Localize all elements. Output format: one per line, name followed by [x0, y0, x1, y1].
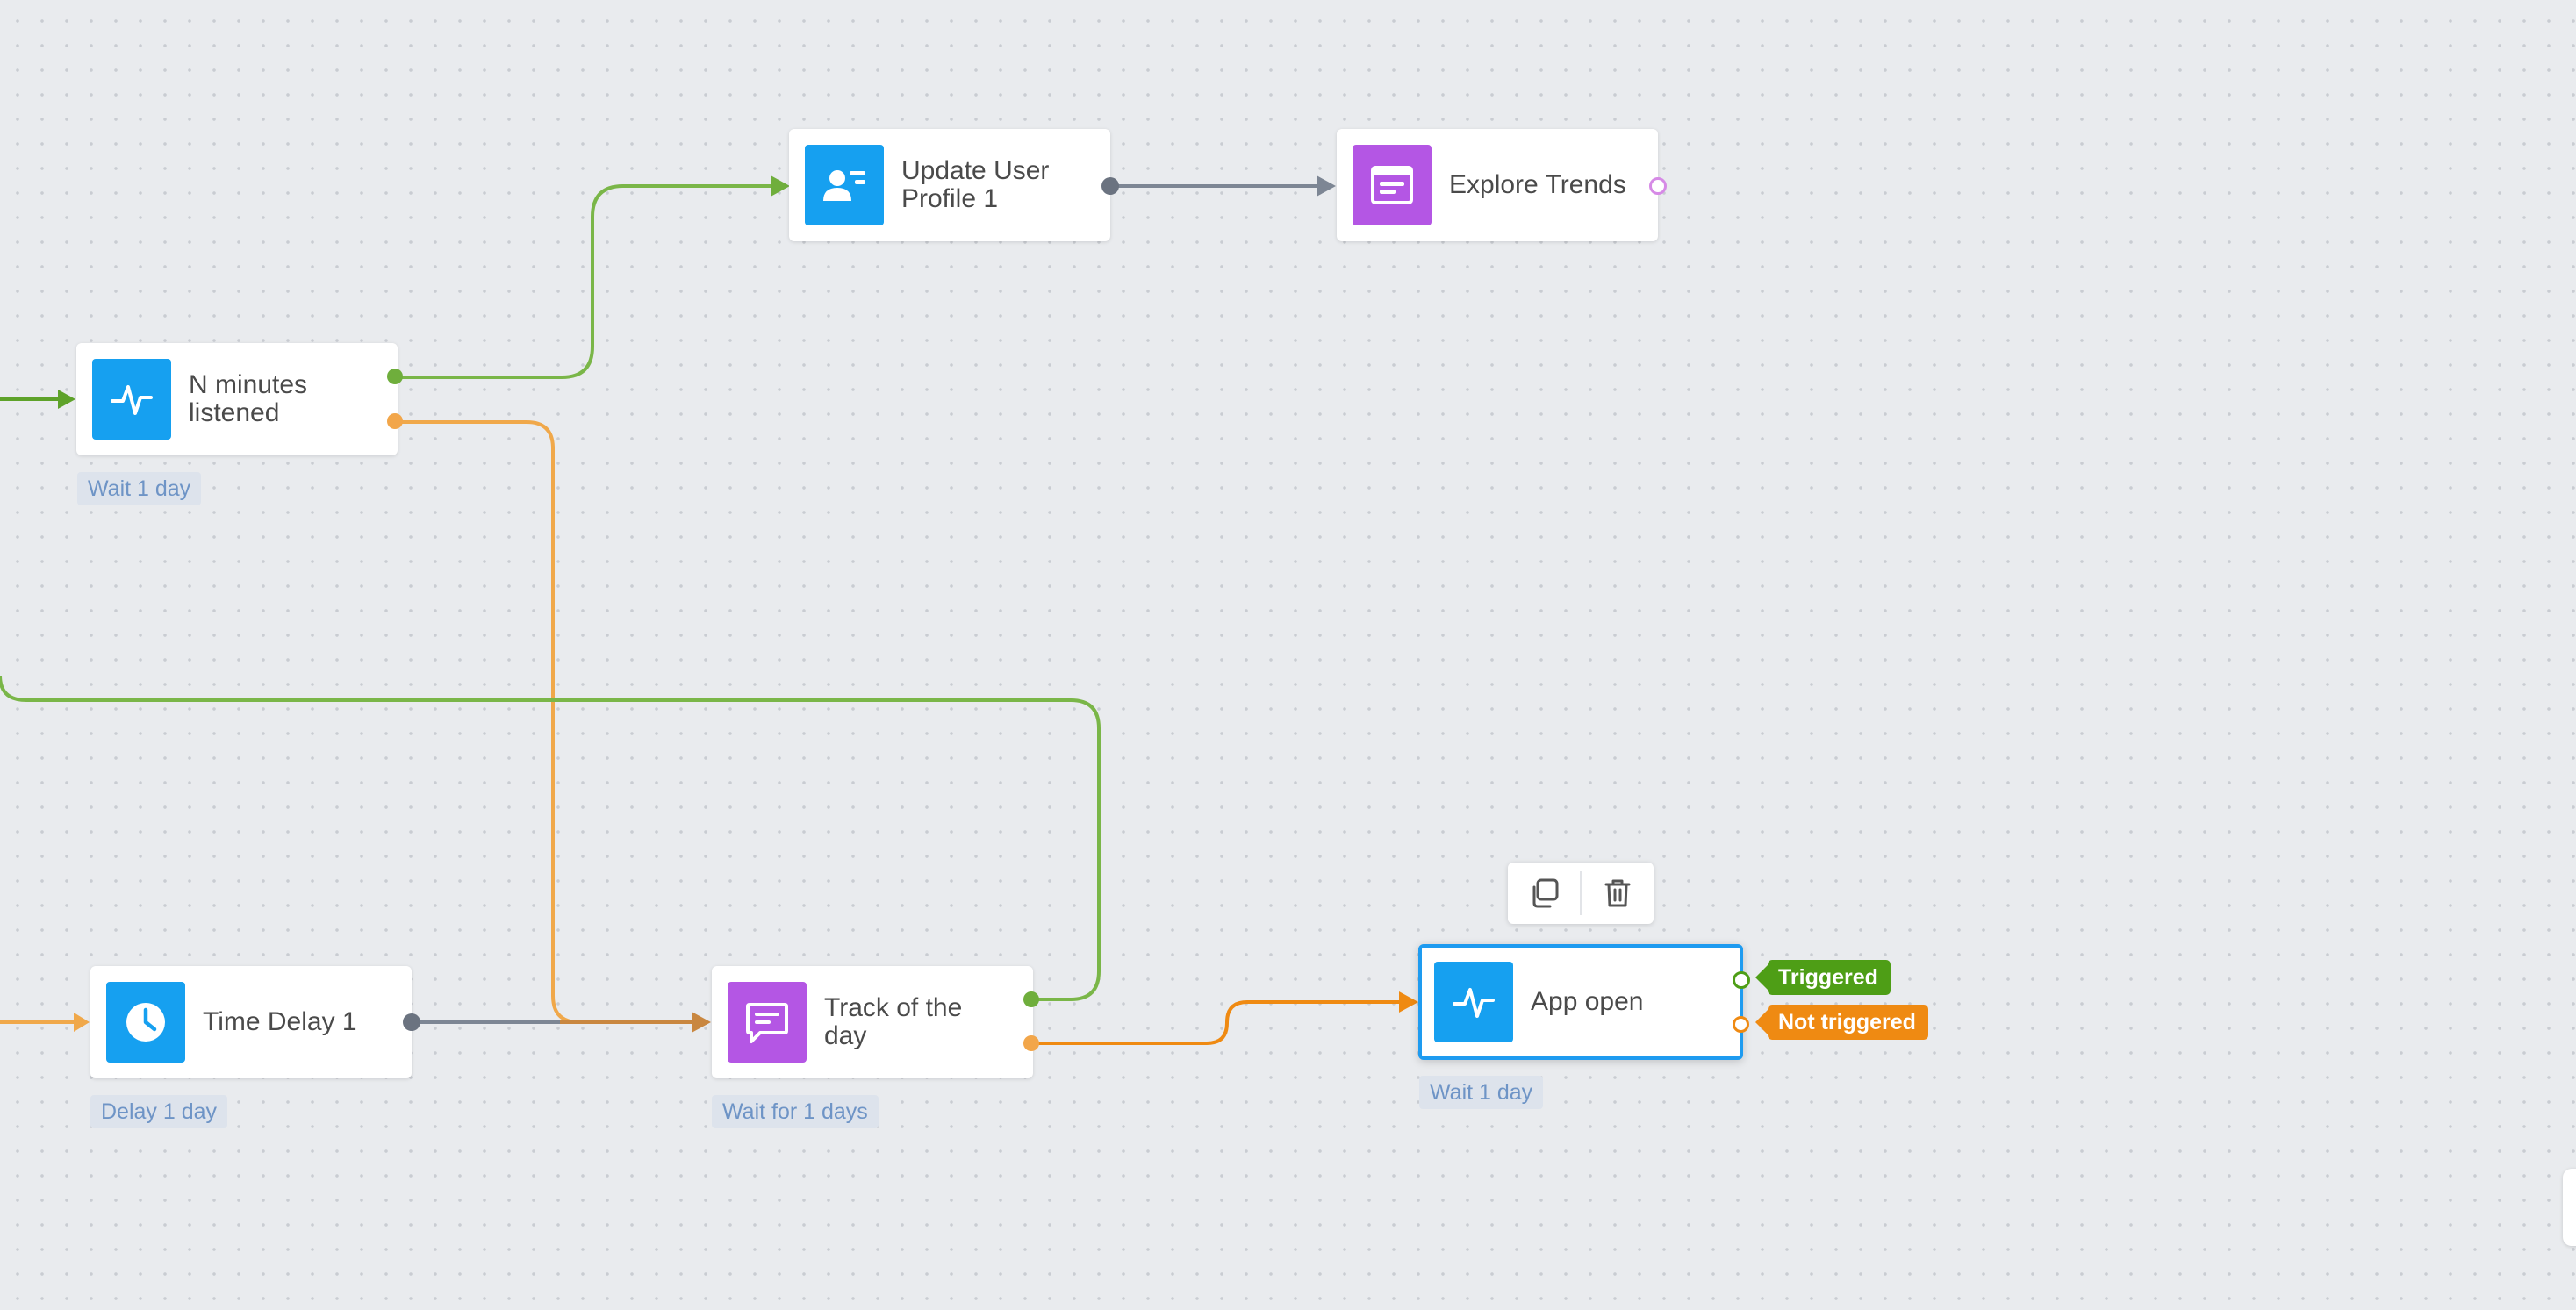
edge-n-minutes-to-update-profile	[397, 184, 772, 379]
edge-n-minutes-to-track	[397, 420, 693, 1024]
node-action-toolbar	[1508, 863, 1654, 924]
wait-tag: Wait 1 day	[1419, 1076, 1544, 1109]
delete-button[interactable]	[1582, 863, 1654, 924]
trash-icon	[1604, 879, 1631, 907]
chat-message-icon	[728, 982, 807, 1063]
node-title: Track of the day	[824, 993, 963, 1050]
side-panel-edge[interactable]	[2563, 1169, 2576, 1246]
node-title: N minutes listened	[189, 370, 308, 427]
node-title: App open	[1531, 987, 1644, 1016]
triggered-badge: Triggered	[1755, 960, 1891, 995]
not-triggered-badge: Not triggered	[1755, 1005, 1928, 1040]
node-n-minutes-listened[interactable]: N minutes listened	[76, 343, 398, 455]
node-update-user-profile[interactable]: Update User Profile 1	[789, 129, 1110, 241]
edge-track-to-app-open	[1032, 1000, 1403, 1045]
duplicate-button[interactable]	[1508, 863, 1580, 924]
port-no[interactable]	[387, 413, 403, 429]
activity-pulse-icon	[1434, 962, 1513, 1042]
port-out[interactable]	[403, 1013, 420, 1031]
port-no[interactable]	[1023, 1035, 1039, 1051]
wait-tag: Wait for 1 days	[712, 1095, 879, 1128]
clock-icon	[106, 982, 185, 1063]
activity-pulse-icon	[92, 359, 171, 440]
node-explore-trends[interactable]: Explore Trends	[1337, 129, 1658, 241]
content-card-icon	[1353, 145, 1432, 225]
node-title: Update User Profile 1	[901, 156, 1050, 213]
port-out[interactable]	[1649, 177, 1667, 195]
user-profile-card-icon	[805, 145, 884, 225]
port-not-triggered[interactable]	[1733, 1016, 1749, 1033]
port-out[interactable]	[1101, 177, 1119, 195]
delay-tag: Delay 1 day	[90, 1095, 228, 1128]
edge-track-loop-back	[0, 675, 1101, 1001]
toolbar-divider	[1580, 871, 1582, 915]
node-title: Explore Trends	[1449, 170, 1626, 199]
wait-tag: Wait 1 day	[77, 472, 202, 505]
duplicate-icon	[1532, 878, 1559, 908]
port-yes[interactable]	[387, 369, 403, 384]
node-title: Time Delay 1	[203, 1007, 357, 1036]
port-yes[interactable]	[1023, 991, 1039, 1007]
node-track-of-the-day[interactable]: Track of the day	[712, 966, 1033, 1078]
port-triggered[interactable]	[1733, 971, 1750, 989]
node-app-open[interactable]: App open	[1418, 944, 1743, 1060]
node-time-delay[interactable]: Time Delay 1	[90, 966, 412, 1078]
